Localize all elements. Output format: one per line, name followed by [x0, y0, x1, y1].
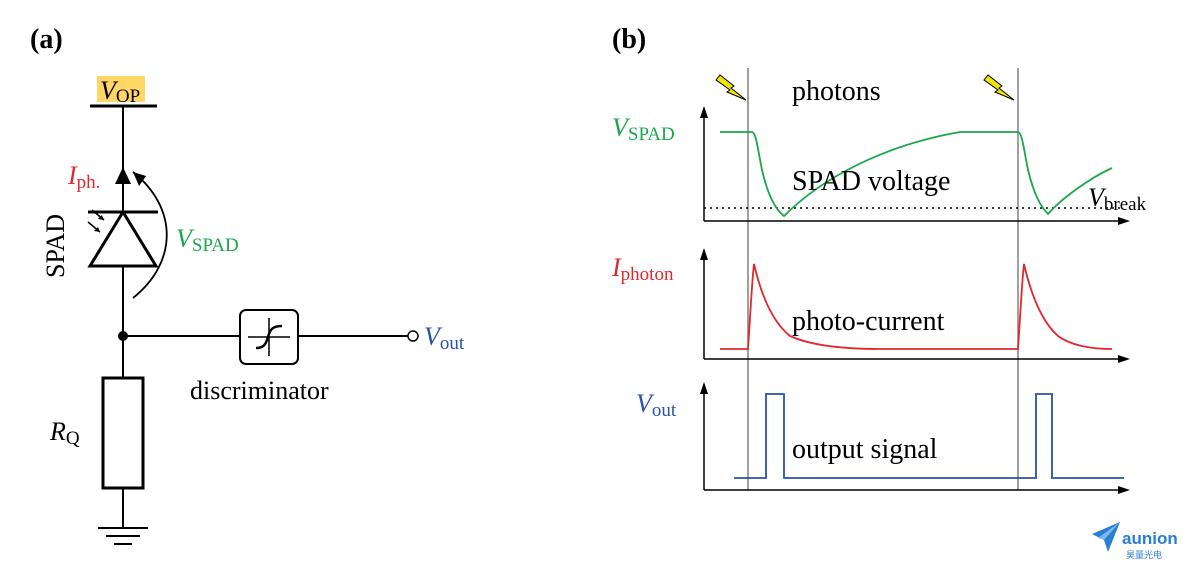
- spad-voltage-plot: VSPAD SPAD voltage Vbreak: [612, 106, 1147, 225]
- spad-voltage-curve: [720, 131, 1113, 218]
- panel-b-timing: (b) photons VSPAD SPAD voltage Vbreak: [611, 24, 1147, 494]
- vspad-label-a: VSPAD: [176, 224, 239, 256]
- photo-current-label: photo-current: [792, 306, 945, 337]
- spad-label: SPAD: [41, 214, 70, 278]
- light-arrow-1-head: [98, 215, 104, 220]
- vop-highlight: [97, 76, 145, 102]
- output-signal-plot: Vout output signal: [636, 382, 1130, 494]
- resistor: [101, 376, 145, 490]
- current-arrow: [115, 167, 131, 184]
- photon-bolt-icon-1: [715, 74, 747, 101]
- vout-label-b: Vout: [636, 389, 677, 421]
- photo-current-plot: Iphoton photo-current: [611, 248, 1130, 363]
- logo-subtitle: 昊量光电: [1126, 549, 1162, 560]
- vspad-label-b: VSPAD: [612, 113, 675, 145]
- photon-bolt-icon-2: [983, 74, 1015, 101]
- vout-label-a: Vout: [424, 322, 465, 354]
- discriminator-label: discriminator: [190, 376, 329, 405]
- vop-label: VOP: [100, 76, 140, 107]
- panel-b-label: (b): [612, 24, 646, 55]
- vbreak-label: Vbreak: [1088, 183, 1147, 215]
- output-signal-curve: [734, 393, 1124, 479]
- output-signal-label: output signal: [792, 434, 938, 465]
- aunion-logo: aunion 昊量光电: [1092, 522, 1178, 560]
- disc-curve: [255, 324, 283, 350]
- vspad-arrow-head: [133, 172, 146, 186]
- ground-symbol: [98, 527, 148, 545]
- spad-voltage-label: SPAD voltage: [792, 166, 950, 197]
- rq-label: RQ: [49, 417, 80, 449]
- panel-a-circuit: (a) VOP Iph. SPAD VSPAD: [30, 24, 465, 545]
- photons-label: photons: [792, 76, 881, 107]
- photo-current-curve: [720, 263, 1113, 350]
- logo-name: aunion: [1122, 529, 1178, 548]
- iph-label: Iph.: [67, 161, 100, 193]
- diode-triangle: [87, 209, 159, 268]
- output-terminal: [407, 330, 419, 342]
- vspad-arrow: [132, 171, 168, 299]
- panel-a-label: (a): [30, 24, 63, 55]
- iphoton-label: Iphoton: [611, 253, 674, 285]
- light-arrow-2-head: [94, 227, 100, 232]
